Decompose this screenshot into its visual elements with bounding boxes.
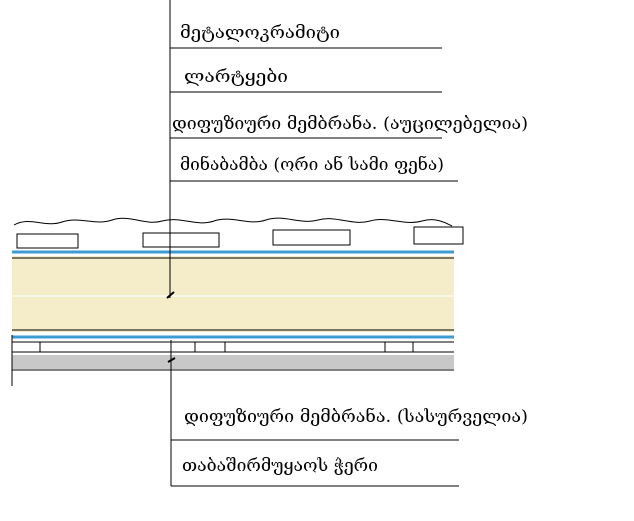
label-diffusion-membrane-bottom: დიფუზიური მემბრანა. (სასურველია) xyxy=(184,407,528,427)
lower-batten xyxy=(194,341,226,353)
leader-tick xyxy=(167,357,176,363)
label-metal-tile: მეტალოკრამიტი xyxy=(180,23,340,43)
label-battens: ლარტყები xyxy=(184,67,288,87)
batten xyxy=(16,233,79,249)
batten xyxy=(413,226,464,245)
insulation-layer xyxy=(12,256,454,332)
lower-batten xyxy=(384,341,414,353)
label-insulation: მინაბამბა (ორი ან სამი ფენა) xyxy=(180,155,444,175)
metal-tile-outline xyxy=(13,217,453,227)
batten xyxy=(142,232,220,248)
batten xyxy=(272,229,351,246)
leader-tick xyxy=(166,291,175,299)
label-diffusion-membrane-top: დიფუზიური მემბრანა. (აუცილებელია) xyxy=(172,114,528,134)
lower-batten xyxy=(11,341,41,353)
plasterboard xyxy=(12,355,454,369)
label-ceiling: თაბაშირმუყაოს ჭერი xyxy=(182,456,378,476)
